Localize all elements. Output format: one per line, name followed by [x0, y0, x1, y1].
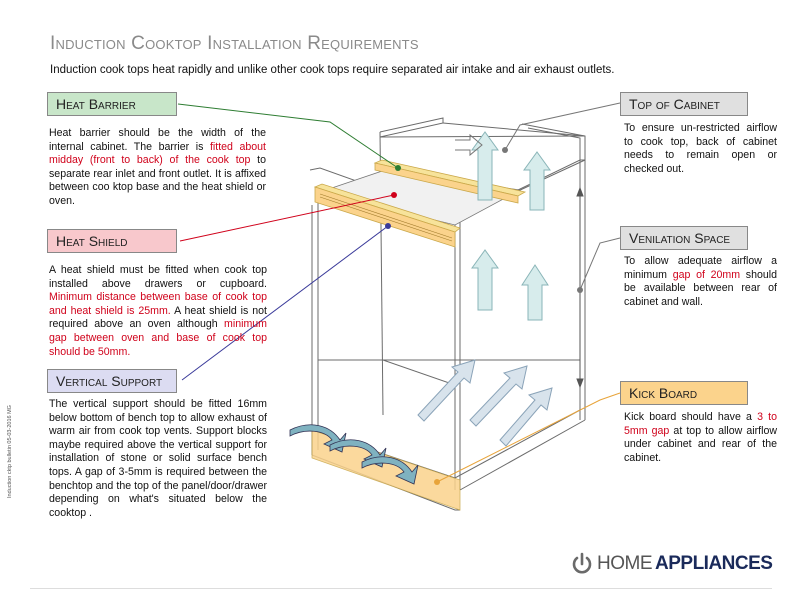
ventilation-space-label: Venilation Space: [620, 226, 748, 250]
heat-barrier-leader: [177, 103, 399, 169]
top-of-cabinet-text: To ensure un-restricted airflow to cook …: [624, 122, 777, 175]
leader-lines: [177, 102, 621, 483]
vertical-support-text: The vertical support should be fitted 16…: [49, 398, 267, 519]
page-subtitle: Induction cook tops heat rapidly and unl…: [50, 64, 615, 76]
heat-barrier-text: Heat barrier should be the width of the …: [49, 127, 267, 207]
top-cabinet-leader: [504, 102, 621, 151]
top-of-cabinet-label: Top of Cabinet: [620, 92, 748, 116]
kick-board-leader: [436, 392, 621, 483]
top-cabinet-dot: [502, 147, 508, 153]
heat-shield-leader: [179, 194, 395, 242]
airflow-top-arrows: [455, 133, 483, 157]
kick-board-strip: [311, 429, 461, 511]
ventilation-leader: [579, 237, 621, 291]
kick-board-dot: [434, 479, 440, 485]
airflow-kick-arrows: [289, 424, 419, 485]
vertical-support-dot: [385, 223, 391, 229]
brand-logo: HOME APPLIANCES: [570, 552, 773, 576]
ventilation-dot: [577, 287, 583, 293]
kick-board-label: Kick Board: [620, 381, 748, 405]
heat-shield-dot: [391, 192, 397, 198]
heat-barrier-dot: [395, 165, 401, 171]
footer-rule: [30, 588, 772, 589]
brand-appliances: APPLIANCES: [655, 553, 773, 574]
page-title: Induction Cooktop Installation Requireme…: [50, 33, 419, 54]
vertical-support-leader: [181, 225, 389, 381]
brand-home: HOME: [597, 553, 653, 574]
side-note: Induction cktp bulletin 05-03-2016 MG: [7, 405, 13, 498]
heat-shield-text: A heat shield must be fitted when cook t…: [49, 264, 267, 358]
kick-board-text: Kick board should have a 3 to 5mm gap at…: [624, 411, 778, 464]
heat-shield-label: Heat Shield: [47, 229, 177, 253]
vertical-support-label: Vertical Support: [47, 369, 177, 393]
ventilation-space-text: To allow adequate airflow a minimum gap …: [624, 255, 777, 308]
heat-barrier-label: Heat Barrier: [47, 92, 177, 116]
airflow-diagonal-arrows: [417, 359, 553, 447]
power-icon: [572, 552, 592, 574]
airflow-up-arrows: [471, 131, 551, 321]
